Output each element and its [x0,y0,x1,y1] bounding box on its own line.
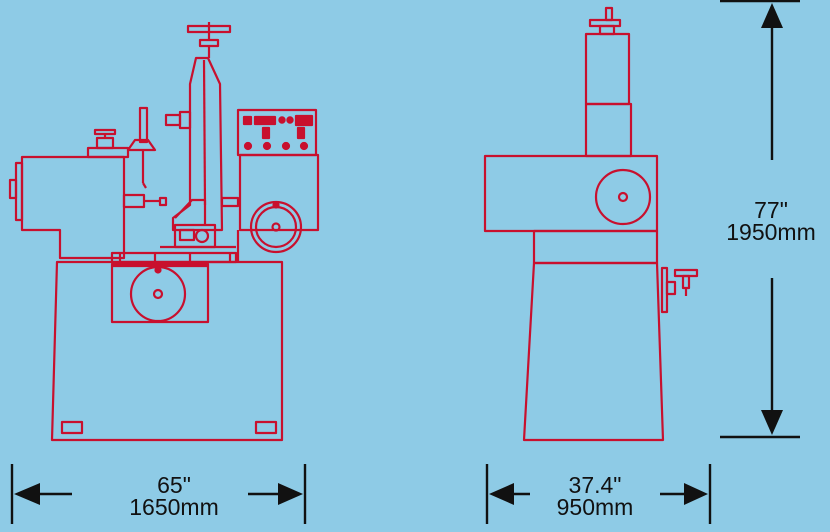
width-front-inches: 65" [157,472,191,498]
height-dimension [720,0,800,439]
front-grinding-wheel-icon [249,200,303,254]
arrow-left-icon [14,483,40,505]
arrow-left-icon [489,483,514,505]
front-base-cabinet [50,260,284,442]
height-label: 77" 1950mm [712,197,830,245]
width-front-dimension [10,464,307,524]
front-control-panel [236,108,318,157]
front-foot-left [60,420,84,435]
width-side-label: 37.4" 950mm [530,472,660,520]
arrow-right-icon [684,483,708,505]
front-table [110,251,238,264]
width-side-mm: 950mm [556,494,634,520]
front-column [171,56,224,232]
width-front-label: 65" 1650mm [104,472,244,520]
side-handwheel-icon [594,168,652,226]
height-mm: 1950mm [726,219,816,245]
front-handwheel-icon [129,265,187,323]
front-foot-right [254,420,278,435]
width-side-dimension [485,464,712,524]
side-lower-column [584,102,633,158]
side-upper-column [584,32,631,106]
width-side-inches: 37.4" [568,472,622,498]
arrow-right-icon [278,483,303,505]
front-view-machine [8,22,320,442]
dimension-lines [10,0,800,524]
front-workhead [20,155,126,260]
width-front-mm: 1650mm [129,494,219,520]
height-inches: 77" [754,197,788,223]
arrow-up-icon [761,3,783,28]
arrow-down-icon [761,410,783,435]
side-base-cabinet [522,261,665,442]
front-probe [138,106,149,144]
side-view-machine [483,6,699,442]
side-head [483,154,659,233]
